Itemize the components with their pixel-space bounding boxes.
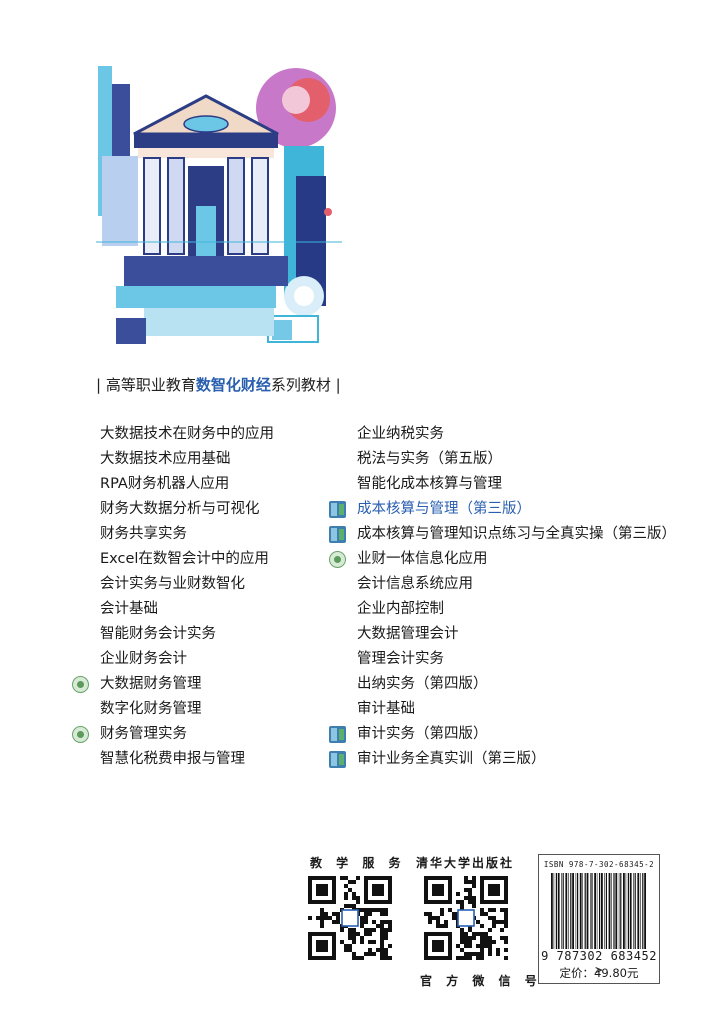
book-title-text: 企业内部控制 — [357, 601, 444, 617]
green-seal-icon — [329, 551, 346, 568]
book-title-item: 财务共享实务 — [100, 522, 274, 547]
book-title-text: Excel在数智会计中的应用 — [100, 551, 269, 567]
book-title-item: 会计信息系统应用 — [357, 572, 676, 597]
book-title-text: 审计实务（第四版） — [357, 726, 488, 742]
book-title-item: 审计业务全真实训（第三版） — [329, 747, 676, 772]
book-title-text: 财务管理实务 — [100, 726, 187, 742]
cover-building-illustration — [96, 66, 342, 346]
book-title-text: 税法与实务（第五版） — [357, 451, 502, 467]
book-title-text: 财务共享实务 — [100, 526, 187, 542]
book-title-text: 大数据技术在财务中的应用 — [100, 426, 274, 442]
book-title-item: 财务大数据分析与可视化 — [100, 497, 274, 522]
book-title-text: 企业财务会计 — [100, 651, 187, 667]
green-seal-icon — [72, 726, 89, 743]
series-banner: | 高等职业教育数智化财经系列教材 | — [96, 374, 341, 394]
book-title-item: 审计基础 — [357, 697, 676, 722]
book-list-right: 企业纳税实务税法与实务（第五版） 智能化成本核算与管理成本核算与管理（第三版） 成本… — [329, 422, 676, 772]
book-title-item: 企业纳税实务 — [357, 422, 676, 447]
book-title-item: 成本核算与管理知识点练习与全真实操（第三版） — [329, 522, 676, 547]
book-title-item: 成本核算与管理（第三版） — [329, 497, 676, 522]
teaching-service-qr-code — [308, 876, 392, 960]
book-title-item: 出纳实务（第四版） — [357, 672, 676, 697]
book-title-text: 成本核算与管理知识点练习与全真实操（第三版） — [357, 526, 676, 542]
press-wechat-qr-code — [424, 876, 508, 960]
book-title-text: 管理会计实务 — [357, 651, 444, 667]
series-banner-highlight: 数智化财经 — [195, 376, 271, 394]
book-stack-icon — [329, 751, 346, 768]
book-title-item: 智能财务会计实务 — [100, 622, 274, 647]
book-title-item: 会计实务与业财数智化 — [100, 572, 274, 597]
book-list-left: 大数据技术在财务中的应用大数据技术应用基础 RPA财务机器人应用财务大数据分析与可… — [72, 422, 274, 772]
book-title-item: 智能化成本核算与管理 — [357, 472, 676, 497]
price-label: 定价：49.80元 — [559, 966, 639, 980]
book-title-text: 会计实务与业财数智化 — [100, 576, 245, 592]
book-title-text: 智能财务会计实务 — [100, 626, 216, 642]
book-title-item: 审计实务（第四版） — [329, 722, 676, 747]
book-title-item: 智慧化税费申报与管理 — [100, 747, 274, 772]
book-title-item: 大数据管理会计 — [357, 622, 676, 647]
book-title-text: 会计基础 — [100, 601, 158, 617]
book-title-item: 会计基础 — [100, 597, 274, 622]
book-title-item: 企业财务会计 — [100, 647, 274, 672]
book-title-text: 成本核算与管理（第三版） — [357, 501, 531, 517]
book-title-text: 智慧化税费申报与管理 — [100, 751, 245, 767]
barcode-digits: 9 787302 683452 > — [541, 949, 657, 977]
official-wechat-label: 官 方 微 信 号 — [420, 974, 542, 988]
book-title-item: 大数据技术在财务中的应用 — [100, 422, 274, 447]
book-title-item: 大数据技术应用基础 — [100, 447, 274, 472]
book-title-item: 业财一体信息化应用 — [329, 547, 676, 572]
isbn-text: ISBN 978-7-302-68345-2 — [543, 860, 655, 869]
book-stack-icon — [329, 501, 346, 518]
book-title-text: 业财一体信息化应用 — [357, 551, 488, 567]
press-label: 清华大学出版社 — [416, 856, 515, 870]
book-title-item: 企业内部控制 — [357, 597, 676, 622]
book-stack-icon — [329, 726, 346, 743]
book-title-text: 财务大数据分析与可视化 — [100, 501, 260, 517]
book-title-text: 出纳实务（第四版） — [357, 676, 488, 692]
book-title-item: Excel在数智会计中的应用 — [100, 547, 274, 572]
green-seal-icon — [72, 676, 89, 693]
book-title-text: 审计基础 — [357, 701, 415, 717]
book-title-text: 大数据管理会计 — [357, 626, 459, 642]
isbn-barcode-box: ISBN 978-7-302-68345-2 9 787302 683452 >… — [538, 854, 660, 984]
book-title-item: 管理会计实务 — [357, 647, 676, 672]
book-title-item: 数字化财务管理 — [100, 697, 274, 722]
book-title-text: 智能化成本核算与管理 — [357, 476, 502, 492]
book-title-text: 数字化财务管理 — [100, 701, 202, 717]
series-banner-prefix: | 高等职业教育 — [96, 376, 196, 394]
book-title-text: 大数据技术应用基础 — [100, 451, 231, 467]
book-title-item: 财务管理实务 — [72, 722, 274, 747]
barcode-icon — [551, 873, 646, 949]
book-stack-icon — [329, 526, 346, 543]
book-title-text: 大数据财务管理 — [100, 676, 202, 692]
series-banner-suffix: 系列教材 | — [270, 376, 341, 394]
teaching-service-label: 教 学 服 务 — [310, 856, 406, 870]
book-title-text: 企业纳税实务 — [357, 426, 444, 442]
book-title-text: RPA财务机器人应用 — [100, 476, 230, 492]
book-title-item: 大数据财务管理 — [72, 672, 274, 697]
book-title-item: RPA财务机器人应用 — [100, 472, 274, 497]
book-title-item: 税法与实务（第五版） — [357, 447, 676, 472]
book-title-text: 会计信息系统应用 — [357, 576, 473, 592]
book-title-text: 审计业务全真实训（第三版） — [357, 751, 546, 767]
